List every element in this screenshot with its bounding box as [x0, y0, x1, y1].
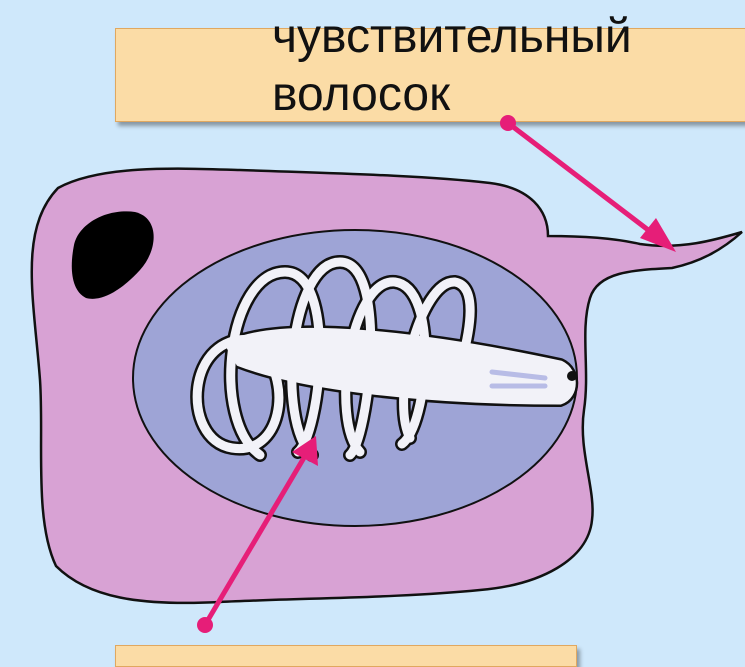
label-sensitive-hair: чувствительный волосок [272, 8, 632, 124]
label-box-bottom [115, 645, 577, 667]
